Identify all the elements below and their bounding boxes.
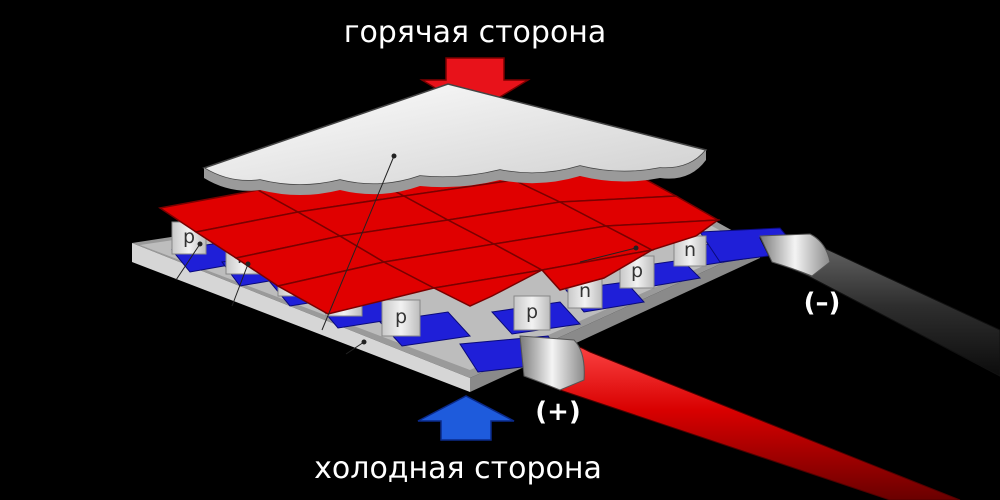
element-label: n xyxy=(684,239,696,261)
element-label: p xyxy=(395,306,407,328)
hot-side-label: горячая сторона xyxy=(344,15,607,50)
pointer-lines xyxy=(175,155,637,355)
positive-wire xyxy=(519,335,961,500)
element-label: p xyxy=(631,260,643,282)
hot-ceramic-plate xyxy=(202,83,708,195)
element-label: n xyxy=(579,280,591,302)
hot-arrow-icon xyxy=(419,57,531,113)
element-label: p xyxy=(183,226,195,248)
positive-terminal-label: (+) xyxy=(535,397,581,427)
element-p: p xyxy=(619,255,655,289)
negative-terminal-label: (–) xyxy=(804,288,841,318)
element-p: p xyxy=(513,295,551,331)
cold-side-label: холодная сторона xyxy=(314,451,602,486)
cold-arrow-icon xyxy=(417,395,515,441)
negative-wire xyxy=(759,233,1000,377)
element-p: p xyxy=(381,299,421,337)
element-label: p xyxy=(526,301,538,323)
